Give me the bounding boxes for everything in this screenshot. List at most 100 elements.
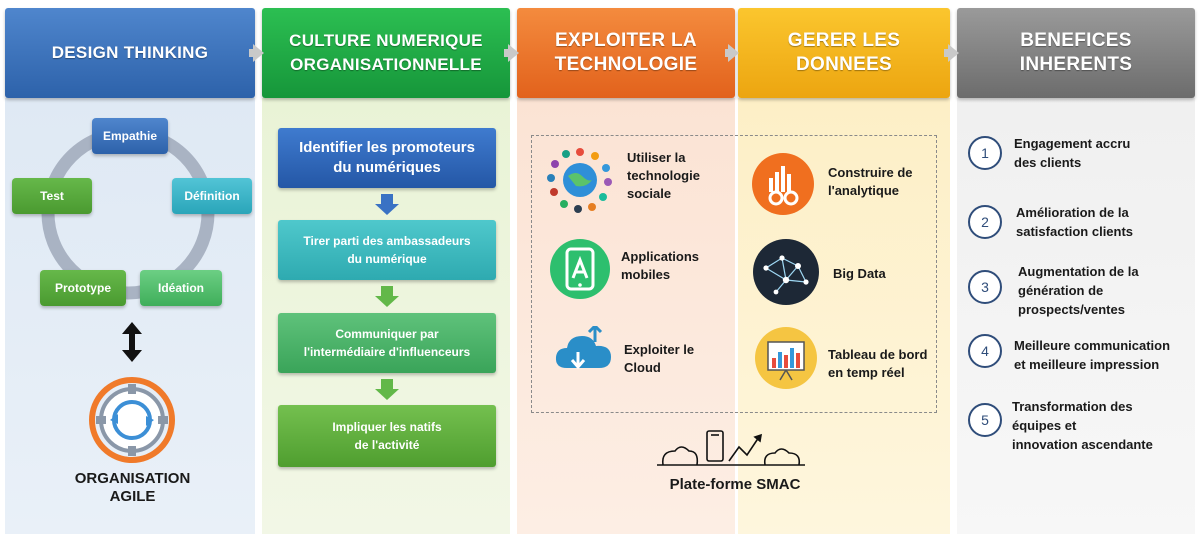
header-donnees-line2: DONNEES (795, 54, 893, 75)
header-design-thinking: DESIGN THINKING (5, 8, 255, 98)
dashboard-label-line1: Tableau de bord (828, 347, 928, 362)
benefit-number: 2 (968, 205, 1002, 239)
dashboard-label-line2: en temp réel (828, 365, 905, 380)
step-empathie: Empathie (92, 118, 168, 154)
step-test-label: Test (40, 189, 64, 203)
benefit-item-5-line1: Transformation des (1012, 399, 1133, 414)
benefit-number: 3 (968, 270, 1002, 304)
header-technologie-line1: EXPLOITER LA (555, 30, 697, 51)
mobile-label: Applications mobiles (621, 248, 699, 284)
header-benefices-line1: BENEFICES (1020, 30, 1132, 51)
culture-box-promoteurs-line1: Identifier les promoteurs (299, 139, 475, 156)
social-label-line3: sociale (627, 186, 672, 201)
culture-box-natifs-line2: de l'activité (354, 438, 420, 452)
mobile-label-line2: mobiles (621, 267, 671, 282)
culture-box-influenceurs-line2: l'intermédiaire d'influenceurs (303, 345, 471, 359)
down-arrow-icon (375, 204, 399, 215)
analytics-label: Construire de l'analytique (828, 164, 913, 200)
culture-box-ambassadeurs-line2: du numérique (347, 252, 427, 266)
social-label-line2: technologie (627, 168, 700, 183)
social-label-line1: Utiliser la (627, 150, 686, 165)
step-definition: Définition (172, 178, 252, 214)
analytics-label-line1: Construire de (828, 165, 913, 180)
benefit-item-2-line1: Amélioration de la (1016, 205, 1129, 220)
benefit-item-3-line1: Augmentation de la (1018, 264, 1139, 279)
benefit-item-3: Augmentation de la génération de prospec… (1018, 262, 1139, 319)
agile-label-line1: ORGANISATION (74, 470, 191, 487)
bigdata-label: Big Data (833, 265, 886, 283)
social-network-icon (547, 148, 612, 213)
step-definition-label: Définition (184, 189, 240, 203)
down-arrow-stem (381, 286, 393, 296)
step-ideation-label: Idéation (157, 281, 204, 295)
culture-box-influenceurs: Communiquer par l'intermédiaire d'influe… (278, 313, 496, 373)
benefit-item-1: Engagement accru des clients (1014, 134, 1130, 172)
culture-box-promoteurs-line2: du numériques (333, 159, 441, 176)
benefit-item-5-line3: innovation ascendante (1012, 437, 1153, 452)
down-arrow-icon (375, 296, 399, 307)
step-prototype: Prototype (40, 270, 126, 306)
dashboard-chart-icon (755, 327, 817, 389)
benefit-item-3-line2: génération de (1018, 283, 1104, 298)
agile-label-line2: AGILE (109, 488, 156, 505)
step-test: Test (12, 178, 92, 214)
benefit-item-4-line2: et meilleure impression (1014, 357, 1160, 372)
header-arrow-right-icon (948, 44, 959, 62)
smac-platform-icon (657, 430, 805, 466)
header-arrow-stem (944, 49, 951, 57)
culture-box-natifs-line1: Impliquer les natifs (332, 420, 442, 434)
header-design-thinking-text: DESIGN THINKING (51, 43, 209, 62)
header-culture: CULTURE NUMERIQUE ORGANISATIONNELLE (262, 8, 510, 98)
social-label: Utiliser la technologie sociale (627, 149, 700, 203)
cloud-label-line2: Cloud (624, 360, 661, 375)
header-technologie-line2: TECHNOLOGIE (554, 54, 698, 75)
technologie-column (517, 98, 735, 534)
smac-frame (531, 135, 937, 413)
header-donnees: GERER LES DONNEES (738, 8, 950, 98)
analytics-gear-icon (752, 153, 814, 215)
step-empathie-label: Empathie (102, 129, 157, 143)
header-arrow-stem (504, 49, 511, 57)
analytics-label-line2: l'analytique (828, 183, 899, 198)
culture-box-ambassadeurs: Tirer parti des ambassadeurs du numériqu… (278, 220, 496, 280)
benefit-item-2: Amélioration de la satisfaction clients (1016, 203, 1133, 241)
big-data-network-icon (753, 239, 819, 305)
mobile-app-icon (550, 239, 610, 299)
header-culture-line2: ORGANISATIONNELLE (290, 55, 482, 74)
header-arrow-stem (249, 49, 256, 57)
benefit-item-1-line2: des clients (1014, 155, 1082, 170)
header-arrow-right-icon (253, 44, 264, 62)
culture-box-promoteurs: Identifier les promoteurs du numériques (278, 128, 496, 188)
culture-box-influenceurs-line1: Communiquer par (335, 327, 439, 341)
cloud-label-line1: Exploiter le (624, 342, 695, 357)
down-arrow-stem (381, 194, 393, 204)
header-arrow-right-icon (728, 44, 739, 62)
culture-box-ambassadeurs-line1: Tirer parti des ambassadeurs (303, 234, 471, 248)
header-donnees-line1: GERER LES (787, 30, 901, 51)
dashboard-label: Tableau de bord en temp réel (828, 346, 927, 382)
mobile-label-line1: Applications (621, 249, 700, 264)
benefit-item-5: Transformation des équipes et innovation… (1012, 397, 1153, 454)
culture-box-natifs: Impliquer les natifs de l'activité (278, 405, 496, 467)
down-arrow-stem (381, 379, 393, 389)
down-arrow-icon (375, 389, 399, 400)
step-prototype-label: Prototype (54, 281, 111, 295)
header-arrow-right-icon (508, 44, 519, 62)
step-ideation: Idéation (140, 270, 222, 306)
benefit-item-5-line2: équipes et (1012, 418, 1077, 433)
benefit-number: 1 (968, 136, 1002, 170)
benefit-number: 4 (968, 334, 1002, 368)
benefit-number: 5 (968, 403, 1002, 437)
benefit-item-1-line1: Engagement accru (1014, 136, 1131, 151)
cloud-icon (555, 326, 611, 370)
benefit-item-2-line2: satisfaction clients (1016, 224, 1134, 239)
benefit-item-4-line1: Meilleure communication (1014, 338, 1171, 353)
header-benefices: BENEFICES INHERENTS (957, 8, 1195, 98)
header-technologie: EXPLOITER LA TECHNOLOGIE (517, 8, 735, 98)
benefit-item-3-line3: prospects/ventes (1018, 302, 1125, 317)
smac-label: Plate-forme SMAC (669, 476, 801, 493)
benefices-column (957, 98, 1195, 534)
header-benefices-line2: INHERENTS (1019, 54, 1133, 75)
header-culture-line1: CULTURE NUMERIQUE (289, 31, 483, 50)
agile-label: ORGANISATION AGILE (55, 470, 210, 506)
